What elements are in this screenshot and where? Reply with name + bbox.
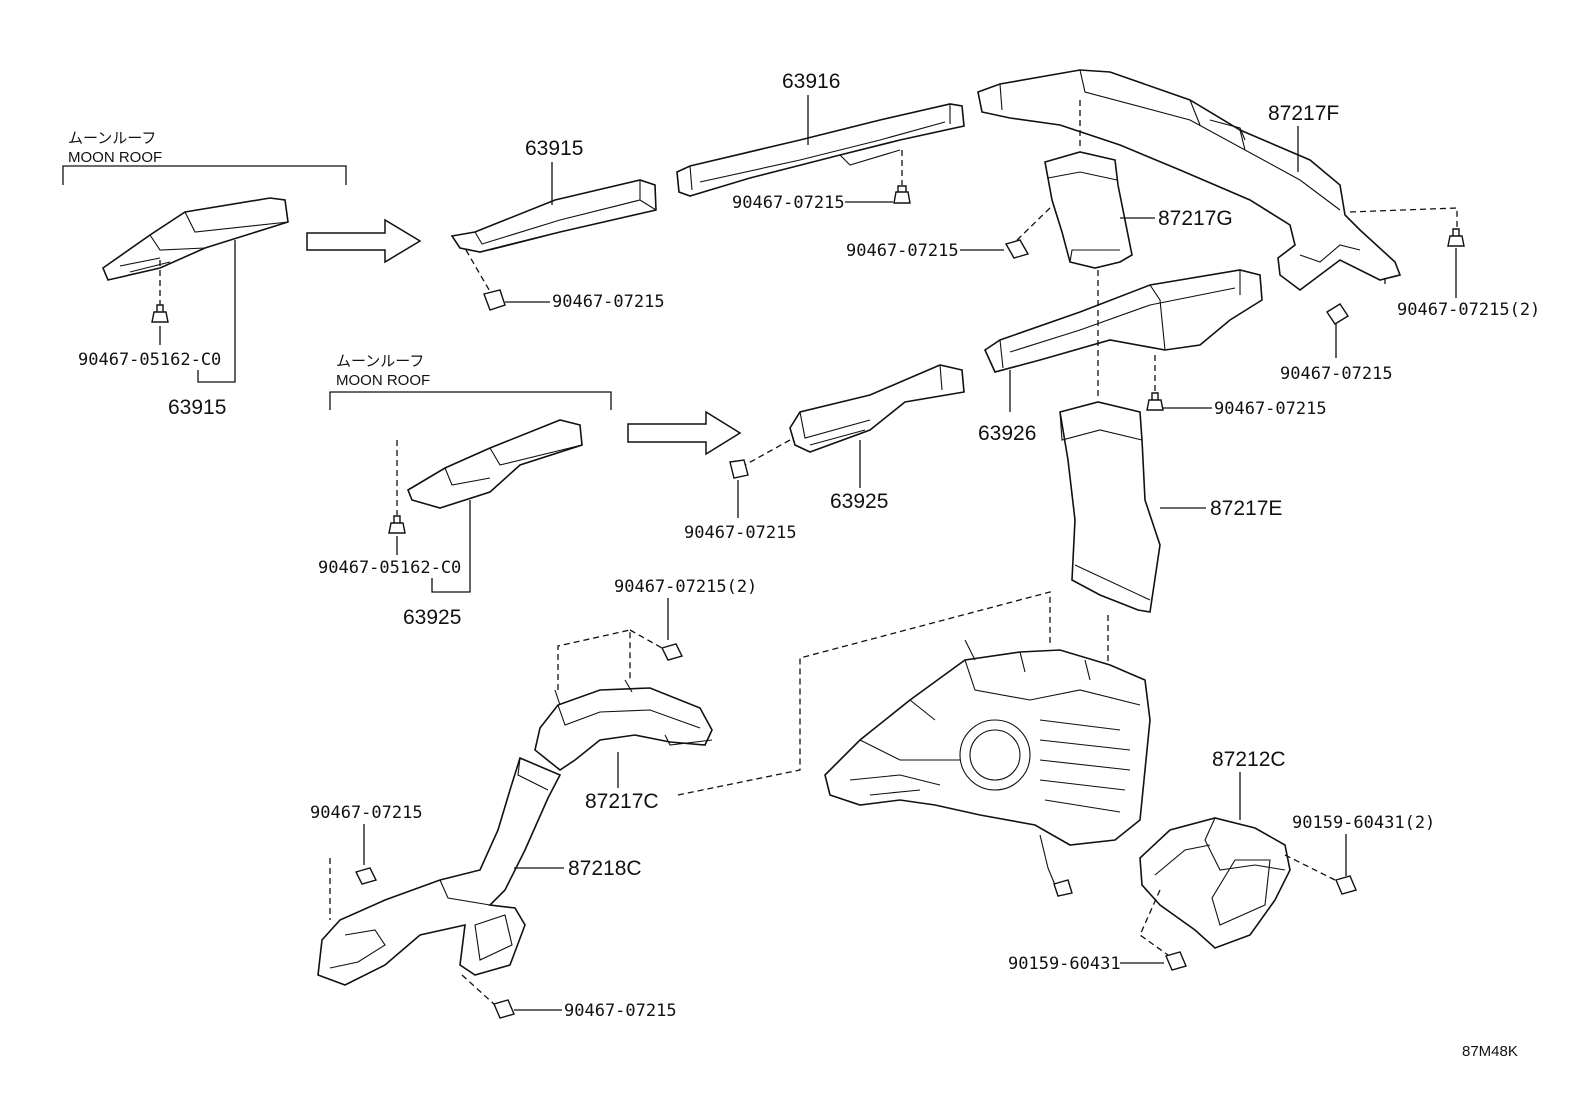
clip-icon (1326, 303, 1349, 325)
duct-63926-group: 63926 90467-07215 (978, 269, 1327, 445)
part-label-87217F: 87217F (1268, 102, 1339, 125)
moon-roof-jp-label-2: ムーンルーフ (336, 353, 424, 370)
duct-63915-group: 63915 90467-07215 (450, 137, 665, 312)
clip-icon (388, 515, 406, 534)
part-label-63916: 63916 (782, 70, 840, 93)
arrow-right-icon (306, 218, 422, 264)
part-label-87217G: 87217G (1158, 207, 1233, 230)
duct-63915 (450, 179, 657, 253)
fastener-label-f14: 90467-07215 (564, 1001, 677, 1021)
duct-87217G-group: 87217G 90467-07215 (846, 151, 1233, 269)
duct-87217C (534, 687, 713, 771)
fastener-label-f3: 90467-07215 (552, 292, 665, 312)
part-label-87217E: 87217E (1210, 497, 1282, 520)
hvac-unit-body (824, 649, 1151, 846)
duct-63925 (789, 364, 965, 453)
part-label-63915-b: 63915 (168, 396, 226, 419)
clip-icon (1447, 228, 1465, 247)
duct-63916 (676, 103, 965, 197)
clip-icon (493, 999, 515, 1019)
fastener-label-f5: 90467-07215 (1214, 399, 1327, 419)
fastener-label-f6: 90467-07215 (1280, 364, 1393, 384)
duct-87217G (1044, 151, 1133, 269)
clip-icon (729, 459, 749, 479)
fastener-label-f9: 90467-05162-C0 (318, 558, 461, 578)
part-label-63915-a: 63915 (525, 137, 583, 160)
part-label-63926: 63926 (978, 422, 1036, 445)
duct-63915-moonroof (102, 197, 289, 281)
fastener-label-f7: 90467-05162-C0 (78, 350, 221, 370)
clip-icon (151, 304, 169, 323)
moon-roof-jp-label-1: ムーンルーフ (68, 130, 156, 147)
duct-87217C-group: 90467-07215(2) 87217C (534, 577, 1051, 813)
part-label-87217C: 87217C (585, 790, 659, 813)
clip-icon (483, 289, 506, 311)
fastener-label-f12: 90159-60431(2) (1292, 813, 1435, 833)
fastener-label-f8: 90467-07215 (684, 523, 797, 543)
clip-icon (893, 185, 911, 204)
diagram-code: 87M48K (1462, 1043, 1518, 1060)
duct-87217E-group: 87217E (1059, 270, 1282, 690)
clip-icon (1004, 239, 1030, 259)
part-label-63925-b: 63925 (403, 606, 461, 629)
clip-icon (354, 867, 378, 885)
clip-icon (1146, 392, 1164, 411)
moon-roof-en-label-1: MOON ROOF (68, 149, 162, 166)
clip-icon (660, 643, 684, 661)
fastener-label-f1: 90467-07215 (732, 193, 845, 213)
fastener-label-f10: 90467-07215(2) (614, 577, 757, 597)
duct-63926 (983, 269, 1263, 373)
fastener-label-f4: 90467-07215(2) (1397, 300, 1540, 320)
duct-87218C-group: 87218C 90467-07215 90467-07215 (310, 756, 677, 1021)
clip-icon (1053, 879, 1073, 897)
duct-87217F (977, 69, 1402, 291)
fastener-label-f13: 90159-60431 (1008, 954, 1121, 974)
clip-icon (1335, 875, 1357, 895)
moon-roof-en-label-2: MOON ROOF (336, 372, 430, 389)
duct-87217E (1059, 401, 1161, 613)
moon-roof-bracket-2 (329, 391, 612, 410)
part-label-87212C: 87212C (1212, 748, 1286, 771)
part-label-87218C: 87218C (568, 857, 642, 880)
moon-roof-bracket-1 (62, 165, 347, 185)
duct-63925-moonroof (407, 419, 583, 509)
part-label-63925-a: 63925 (830, 490, 888, 513)
moon-roof-group-2: ムーンルーフ MOON ROOF 90467-05162-C0 63925 (318, 353, 612, 629)
duct-87217F-group: 87217F 90467-07215(2) 90467-07215 (977, 69, 1540, 384)
fastener-label-f2: 90467-07215 (846, 241, 959, 261)
arrow-right-icon (627, 410, 742, 456)
duct-87218C (317, 756, 562, 986)
hvac-unit (824, 639, 1151, 897)
duct-87212C-group: 87212C 90159-60431(2) 90159-60431 (1008, 748, 1435, 974)
duct-63916-group: 63916 90467-07215 (676, 70, 965, 213)
moon-roof-group-1: ムーンルーフ MOON ROOF 90467-05162-C0 63915 (62, 130, 347, 419)
fastener-label-f11: 90467-07215 (310, 803, 423, 823)
clip-icon (1165, 951, 1187, 971)
duct-63925-group: 63925 90467-07215 (684, 364, 965, 543)
